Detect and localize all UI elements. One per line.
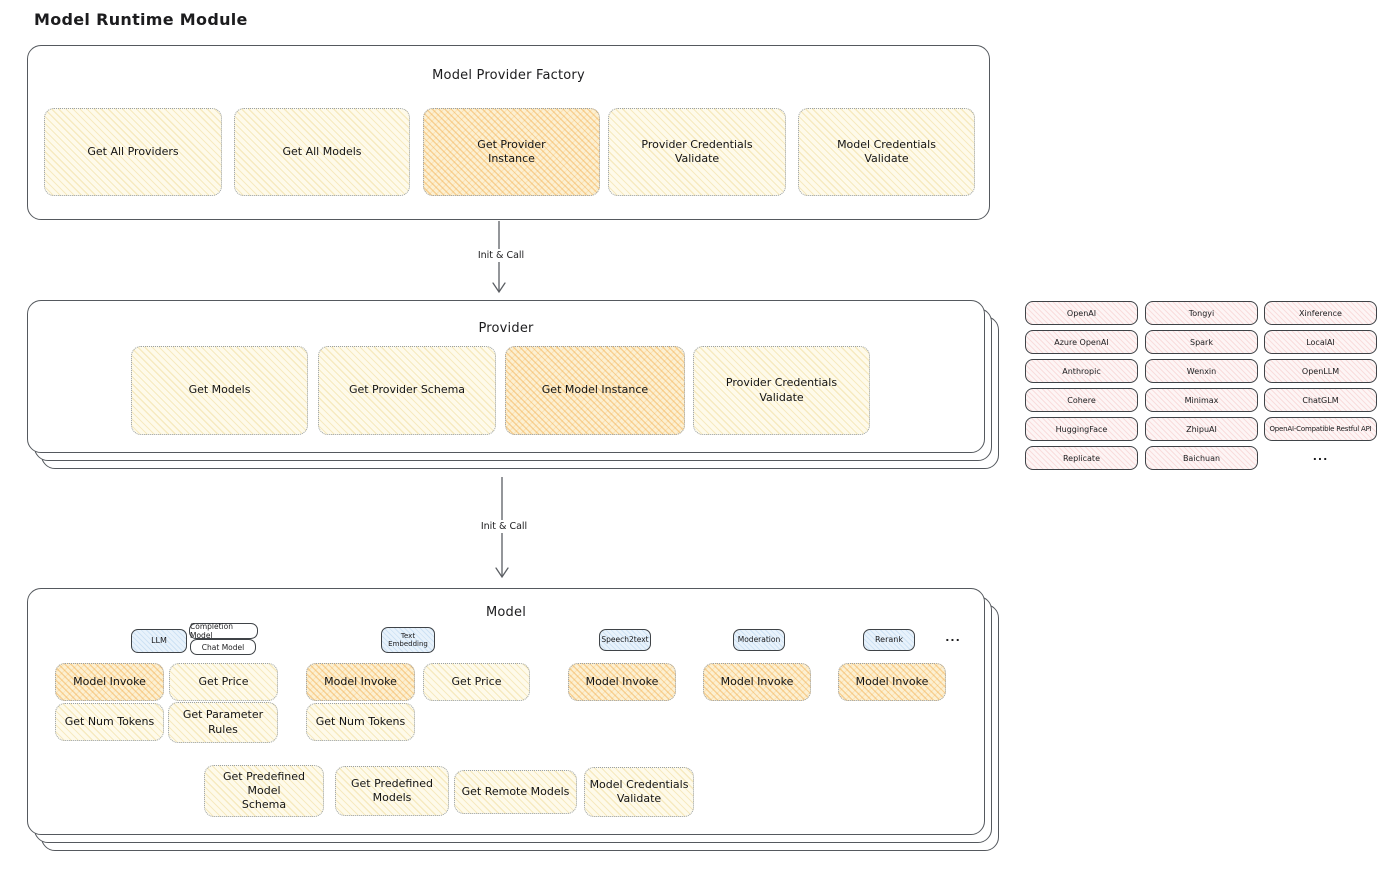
get-all-providers-box: Get All Providers [44,108,222,196]
provider-item-replicate: Replicate [1025,446,1138,470]
speech2text-model-invoke-box: Model Invoke [568,663,676,701]
provider-item-xinference: Xinference [1264,301,1377,325]
get-model-instance-box: Get Model Instance [505,346,685,435]
tags-more-ellipsis: ... [945,631,961,644]
llm-get-parameter-rules-box: Get Parameter Rules [168,702,278,743]
provider-item-openllm: OpenLLM [1264,359,1377,383]
llm-get-price-box: Get Price [169,663,278,701]
provider-item-openai: OpenAI [1025,301,1138,325]
provider-item-anthropic: Anthropic [1025,359,1138,383]
te-get-num-tokens-box: Get Num Tokens [306,703,415,741]
factory-title: Model Provider Factory [432,68,585,83]
get-models-box: Get Models [131,346,308,435]
model-credentials-validate-box: Model Credentials Validate [798,108,975,196]
tag-text-embedding: Text Embedding [381,627,435,653]
get-provider-instance-box: Get Provider Instance [423,108,600,196]
te-model-invoke-box: Model Invoke [306,663,415,701]
tag-speech2text: Speech2text [599,629,651,651]
rerank-model-invoke-box: Model Invoke [838,663,946,701]
provider-item-azure-openai: Azure OpenAI [1025,330,1138,354]
te-get-price-box: Get Price [423,663,530,701]
model-box: Model LLM Completion Model Chat Model Te… [27,588,985,835]
provider-title: Provider [478,321,534,336]
tag-completion-model: Completion Model [189,622,258,640]
provider-credentials-validate-box: Provider Credentials Validate [608,108,786,196]
get-remote-models-box: Get Remote Models [454,770,577,814]
provider-item-spark: Spark [1145,330,1258,354]
provider-item-baichuan: Baichuan [1145,446,1258,470]
model-credentials-validate-box-2: Model Credentials Validate [584,767,694,817]
provider-item-huggingface: HuggingFace [1025,417,1138,441]
providers-more-ellipsis: ... [1312,450,1329,463]
tag-chat-model: Chat Model [190,639,256,655]
provider-item-chatglm: ChatGLM [1264,388,1377,412]
tag-moderation: Moderation [733,629,785,651]
provider-item-cohere: Cohere [1025,388,1138,412]
provider-item-localai: LocalAI [1264,330,1377,354]
tag-rerank: Rerank [863,629,915,651]
factory-box: Model Provider Factory Get All Providers… [27,45,990,220]
provider-item-wenxin: Wenxin [1145,359,1258,383]
provider-credentials-validate-box-2: Provider Credentials Validate [693,346,870,435]
page-title: Model Runtime Module [34,10,248,29]
provider-item-tongyi: Tongyi [1145,301,1258,325]
provider-item-zhipuai: ZhipuAI [1145,417,1258,441]
tag-llm: LLM [131,629,187,653]
get-provider-schema-box: Get Provider Schema [318,346,496,435]
get-predefined-models-box: Get Predefined Models [335,766,449,816]
moderation-model-invoke-box: Model Invoke [703,663,811,701]
provider-box: Provider Get Models Get Provider Schema … [27,300,985,453]
get-all-models-box: Get All Models [234,108,410,196]
init-call-label-1: Init & Call [459,249,543,262]
provider-item-openai-compatible: OpenAI-Compatible Restful API [1264,417,1377,441]
model-title: Model [485,605,527,620]
get-predefined-model-schema-box: Get Predefined Model Schema [204,765,324,817]
llm-model-invoke-box: Model Invoke [55,663,164,701]
llm-get-num-tokens-box: Get Num Tokens [55,703,164,741]
provider-item-minimax: Minimax [1145,388,1258,412]
init-call-label-2: Init & Call [462,520,546,533]
